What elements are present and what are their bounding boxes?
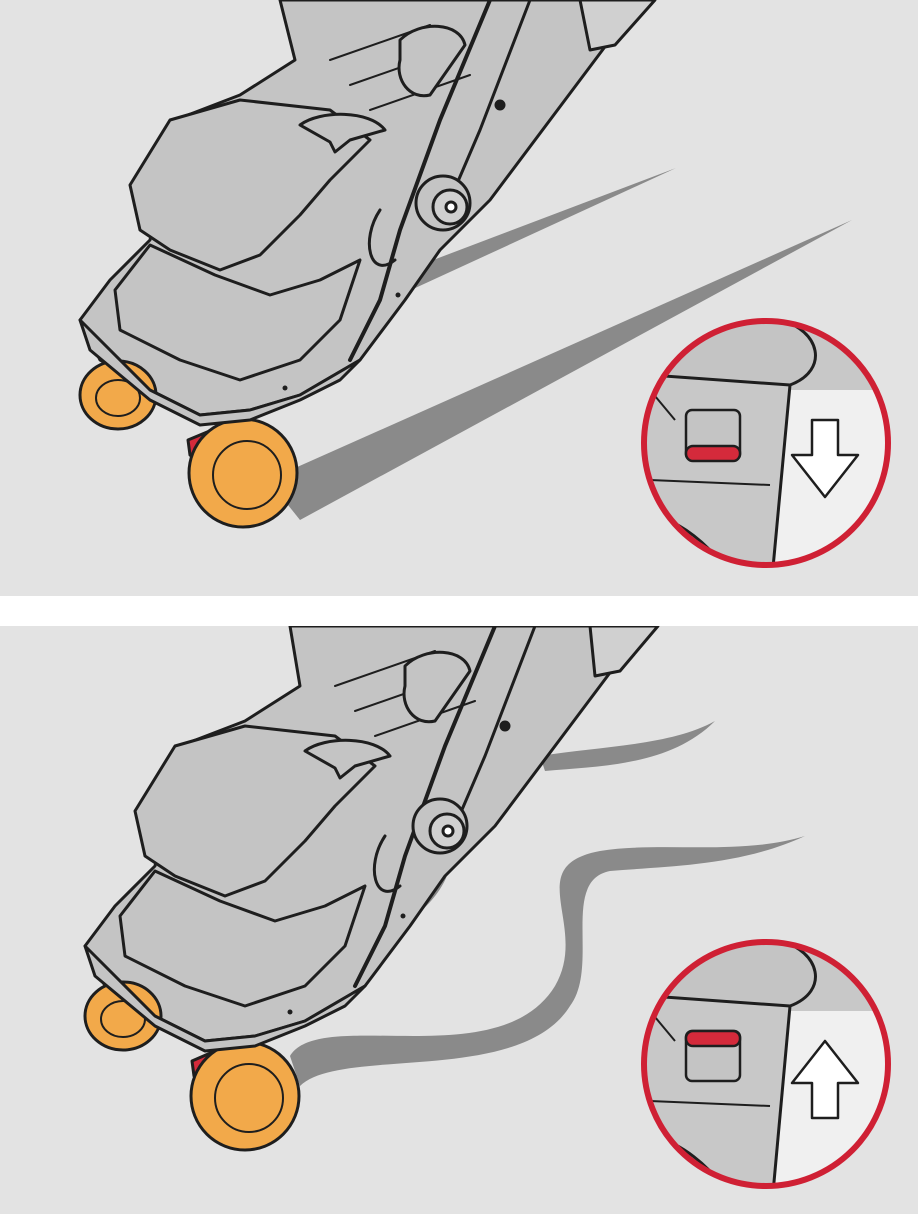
panel-lock-released [0, 626, 918, 1214]
stroller-illustration-engaged [0, 0, 918, 596]
stroller-illustration-released [0, 626, 918, 1214]
lock-lever [686, 1031, 740, 1046]
panel-lock-engaged [0, 0, 918, 596]
lock-lever [686, 446, 740, 461]
